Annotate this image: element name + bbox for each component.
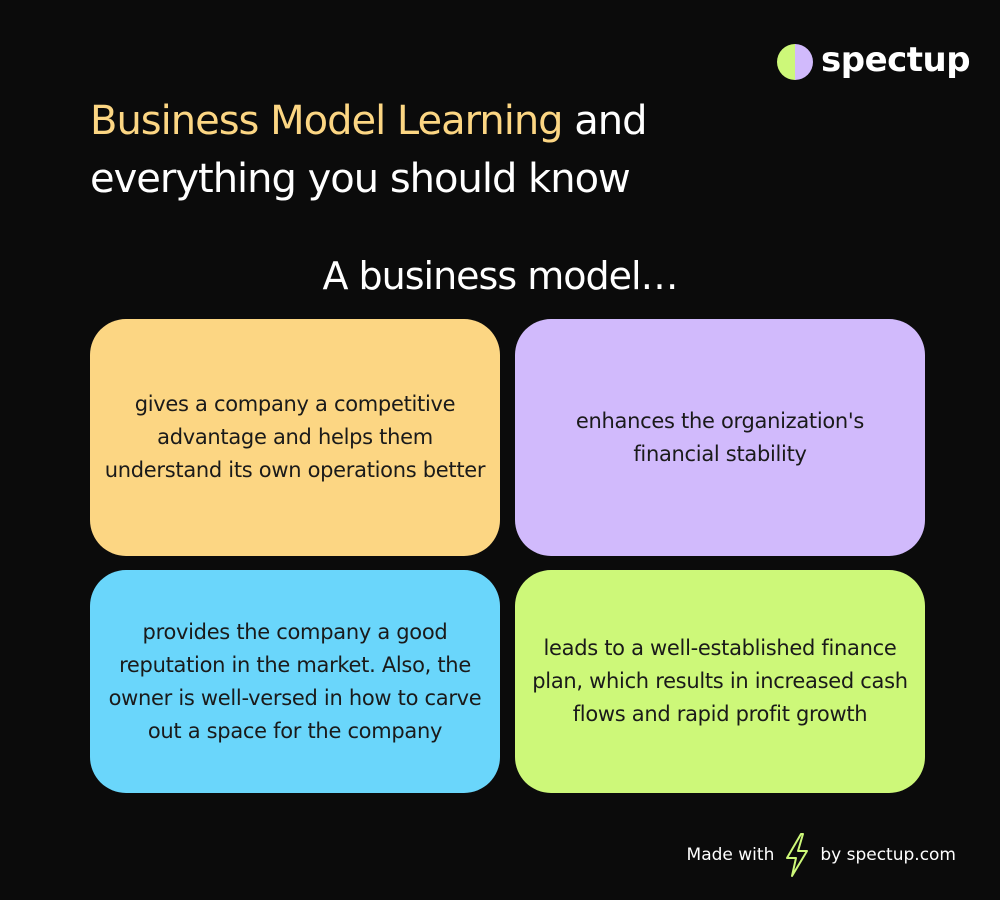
title-accent: Business Model Learning	[90, 98, 564, 144]
subtitle: A business model…	[322, 254, 678, 298]
by-spectup-link[interactable]: by spectup.com	[820, 845, 956, 865]
card-good-reputation: provides the company a good reputation i…	[90, 570, 500, 793]
card-text: leads to a well-established finance plan…	[532, 636, 908, 726]
logo-mark-icon	[777, 44, 813, 80]
title-rest: and	[562, 98, 647, 144]
made-with-label: Made with	[686, 845, 775, 865]
card-competitive-advantage: gives a company a competitive advantage …	[90, 319, 500, 556]
card-financial-stability: enhances the organization's financial st…	[515, 319, 925, 556]
card-text: provides the company a good reputation i…	[108, 619, 482, 743]
title-line2: everything you should know	[90, 156, 631, 202]
footer-credit: Made with by spectup.com	[687, 832, 956, 878]
brand-logo: spectup	[777, 40, 971, 80]
card-text: gives a company a competitive advantage …	[104, 392, 486, 482]
page-title: Business Model Learning and everything y…	[90, 92, 648, 208]
brand-name: spectup	[821, 40, 971, 80]
card-finance-plan: leads to a well-established finance plan…	[515, 570, 925, 793]
card-text: enhances the organization's financial st…	[575, 408, 865, 466]
lightning-bolt-icon	[786, 833, 809, 877]
